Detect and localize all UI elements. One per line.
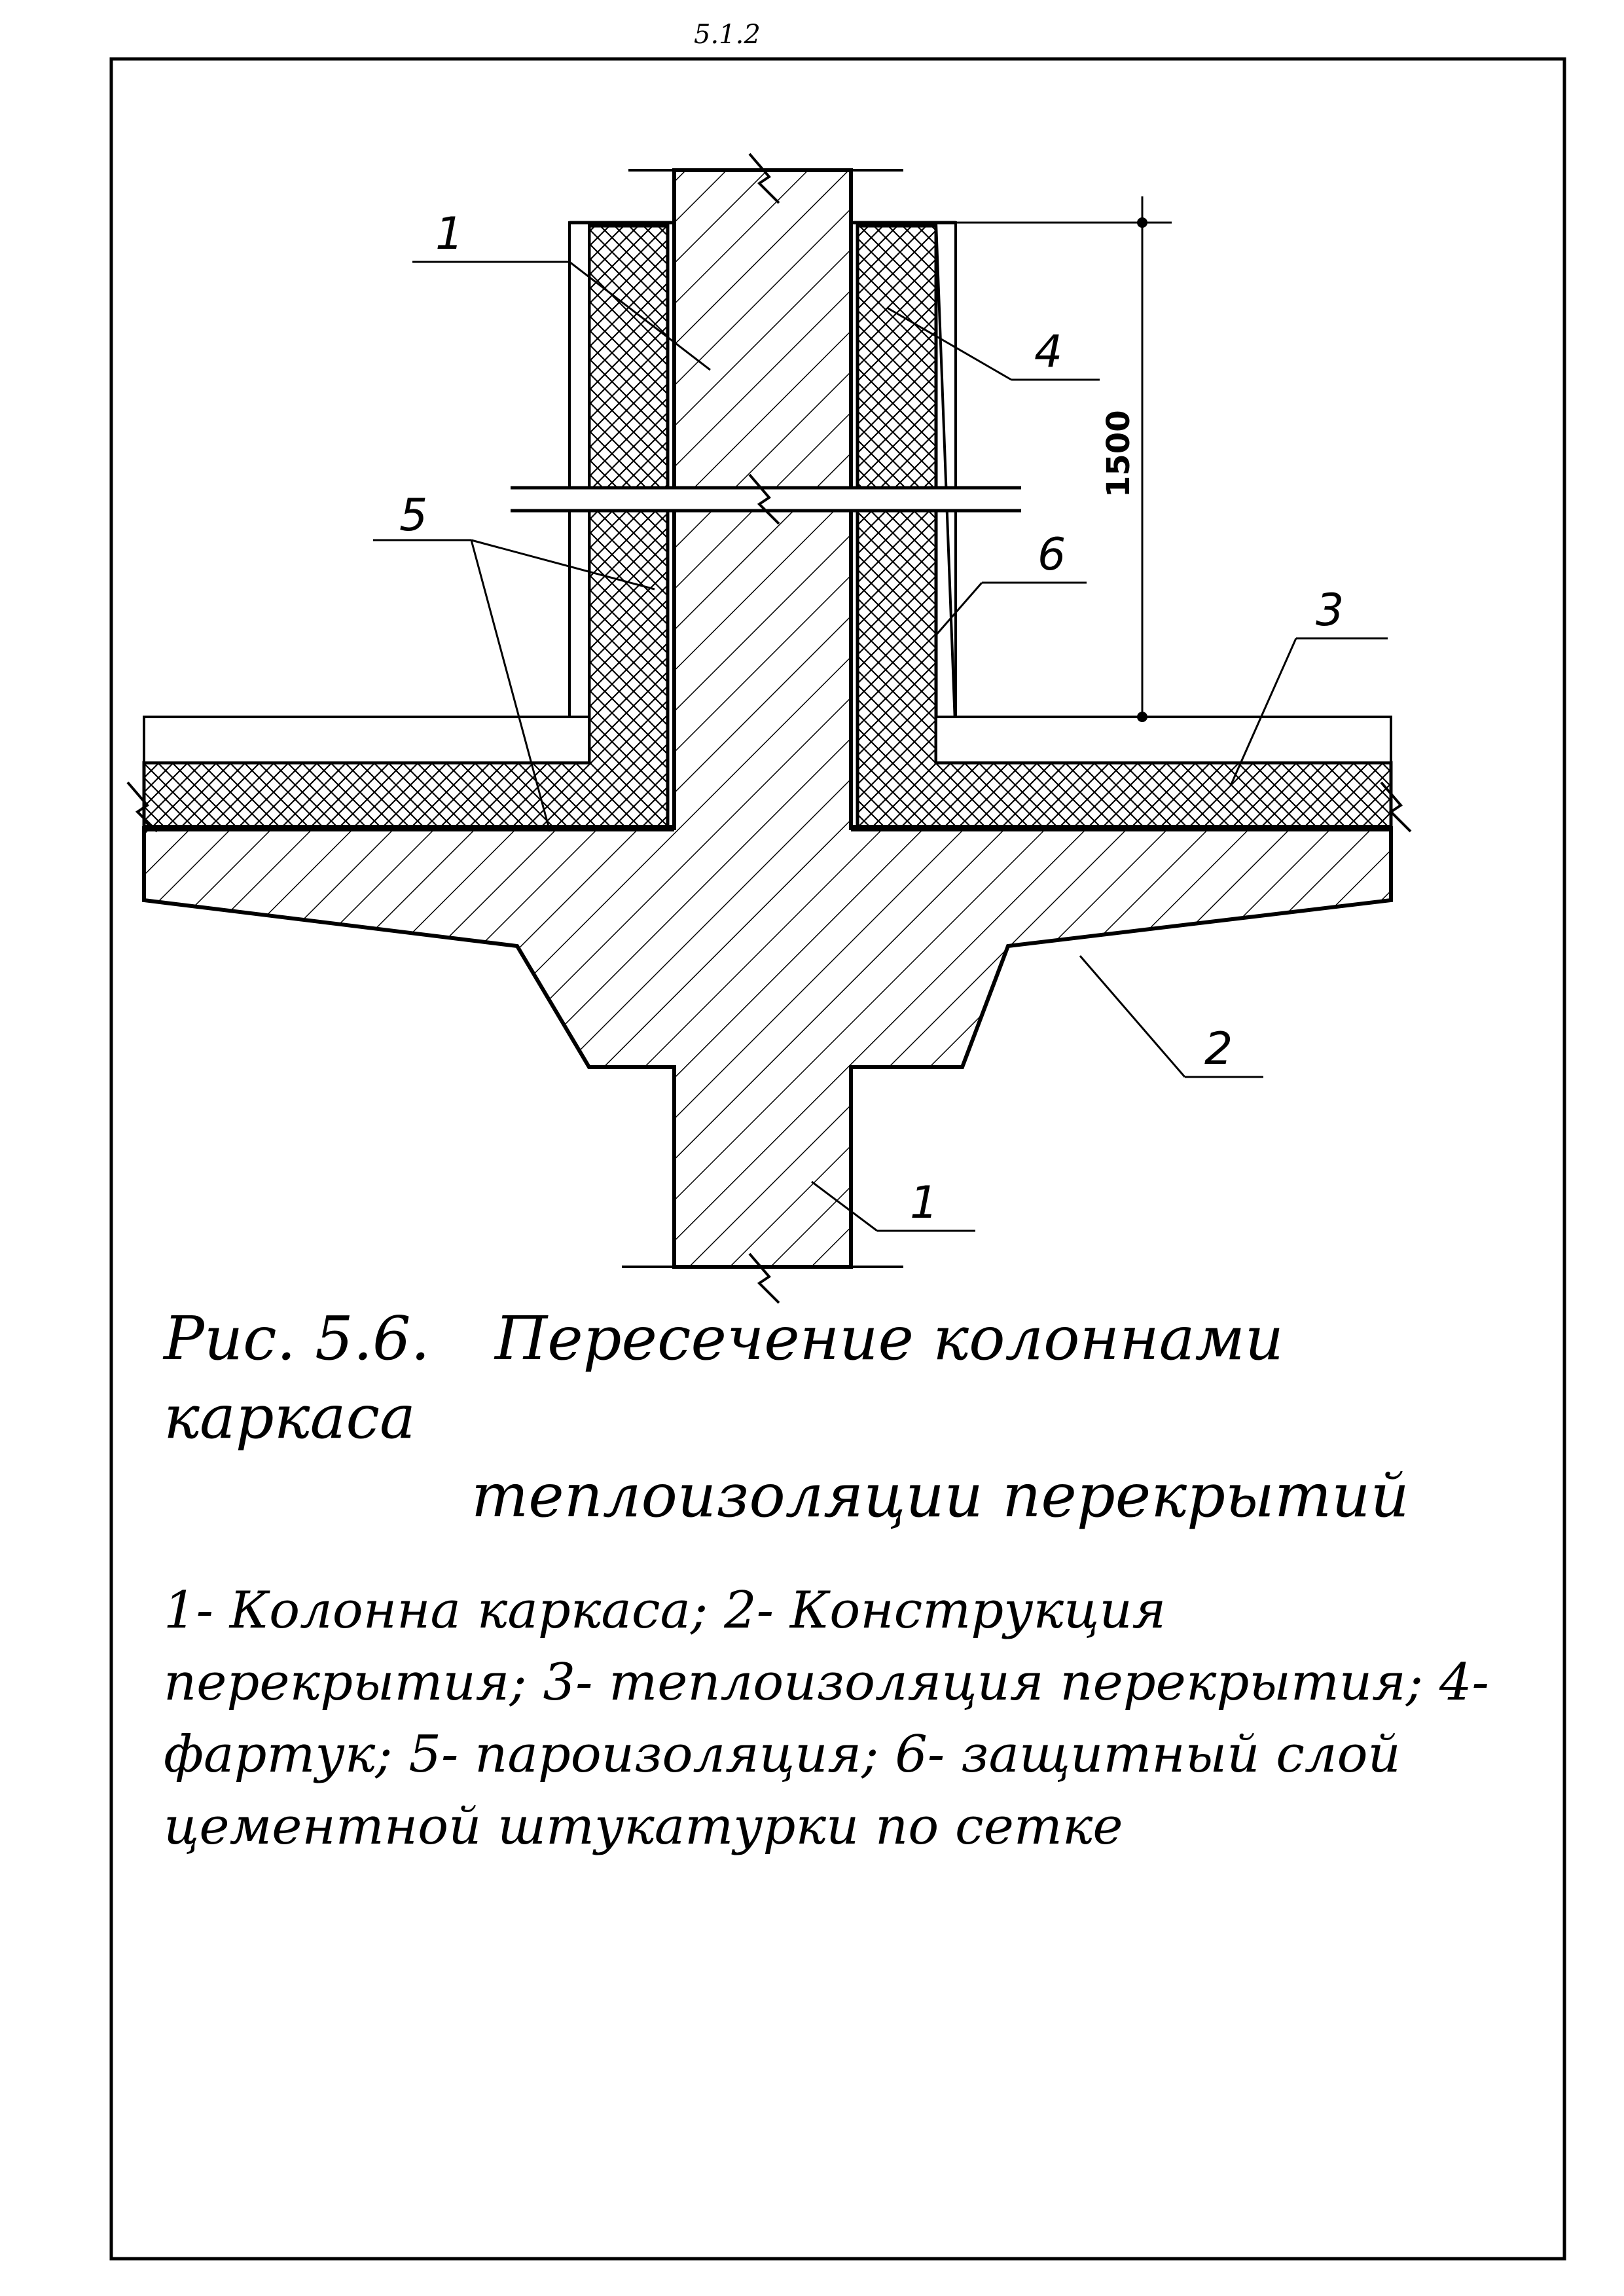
- callout-1-top: 1: [435, 208, 463, 260]
- page-number: 5.1.2: [694, 20, 761, 50]
- callout-6: 6: [1038, 529, 1066, 581]
- screed-left: [143, 716, 590, 764]
- break-zigzag-top: [748, 153, 780, 204]
- figure-legend: 1- Колонна каркаса; 2- Конструкция перек…: [164, 1575, 1538, 1863]
- legend-item: 5- пароизоляция;: [408, 1725, 879, 1784]
- figure-label: Рис. 5.6.: [164, 1303, 430, 1374]
- leader-lines: [373, 261, 1388, 1232]
- callout-2: 2: [1204, 1023, 1233, 1075]
- dimension-value: 1500: [1100, 410, 1137, 498]
- legend-item: 2- Конструкция перекрытия;: [164, 1581, 1166, 1712]
- figure-title: Рис. 5.6. Пересечение колоннами каркаса …: [164, 1300, 1538, 1535]
- figure-title-line1: Пересечение колоннами каркаса: [164, 1303, 1284, 1452]
- callout-1-bottom: 1: [910, 1177, 938, 1229]
- figure-caption: Рис. 5.6. Пересечение колоннами каркаса …: [164, 1300, 1538, 1863]
- break-zigzag-mid: [748, 473, 780, 525]
- callout-3: 3: [1316, 585, 1344, 636]
- figure-title-line2: теплоизоляции перекрытий: [471, 1461, 1409, 1531]
- page-frame: [109, 57, 1566, 2261]
- dimension-tick-top: [1137, 217, 1147, 228]
- screed-right: [935, 716, 1392, 764]
- plaster-right: [934, 221, 1392, 741]
- legend-item: 1- Колонна каркаса;: [164, 1581, 708, 1640]
- legend-item: 4- фартук;: [164, 1653, 1489, 1784]
- callout-5: 5: [399, 490, 427, 541]
- break-zigzag-right: [1380, 781, 1412, 833]
- break-zigzag-left: [126, 781, 158, 833]
- legend-item: 3- теплоизоляция перекрытия;: [543, 1653, 1424, 1712]
- dimension-tick-bottom: [1137, 712, 1147, 722]
- legend-item: 6- защитный слой цементной штукатурки по…: [164, 1725, 1401, 1856]
- callout-4: 4: [1034, 326, 1062, 378]
- plaster-left: [143, 221, 590, 741]
- break-zigzag-bottom: [748, 1252, 780, 1304]
